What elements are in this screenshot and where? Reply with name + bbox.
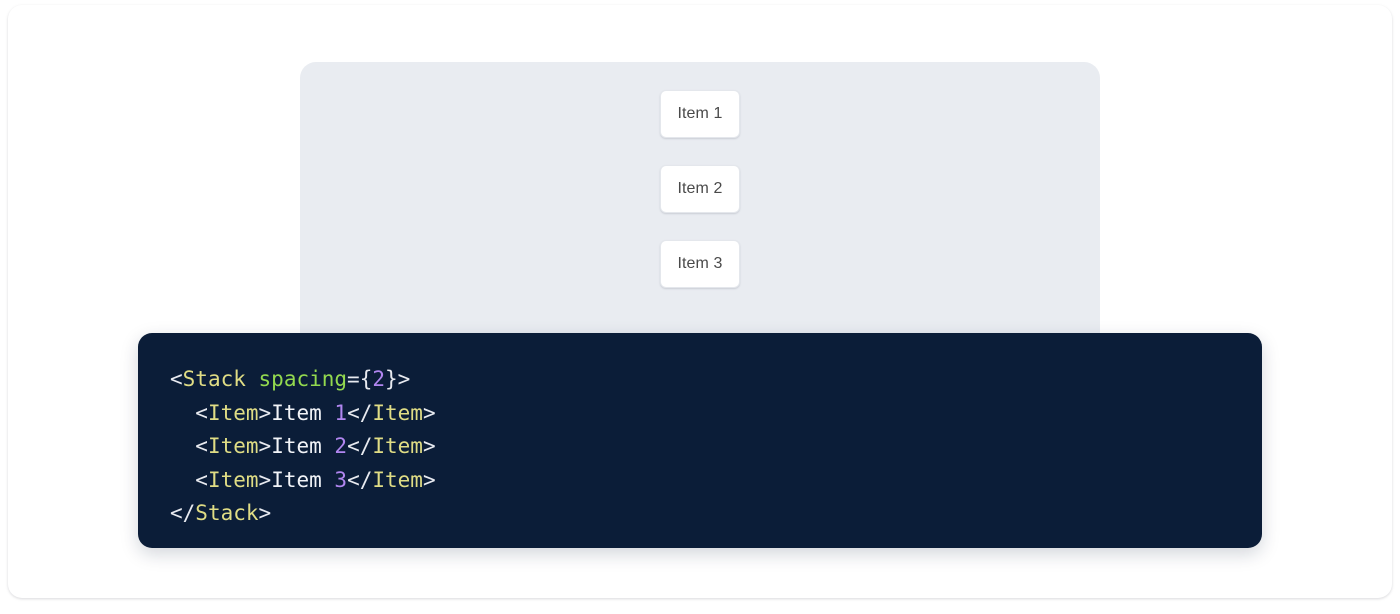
- code-token-tag: Item: [372, 467, 423, 492]
- stack-item[interactable]: Item 3: [660, 240, 740, 288]
- code-token-punct: >: [422, 400, 436, 425]
- code-token-punct: </: [347, 434, 373, 459]
- code-snippet-block[interactable]: <Stack spacing={2}> <Item>Item 1</Item> …: [138, 333, 1262, 548]
- code-token-punct: <: [195, 400, 208, 425]
- code-token-punct: >: [258, 501, 272, 526]
- code-token-punct: </: [347, 467, 373, 492]
- code-snippet-text: <Stack spacing={2}> <Item>Item 1</Item> …: [170, 363, 1262, 531]
- code-token-attr: spacing: [258, 367, 348, 391]
- code-token-tag: Item: [372, 400, 423, 425]
- code-token-num: 3: [334, 467, 348, 492]
- code-indent: [170, 434, 195, 458]
- code-token-num: 1: [334, 400, 348, 425]
- code-token-tag: Item: [207, 434, 259, 459]
- code-token-text: Item: [271, 434, 335, 459]
- code-line: <Stack spacing={2}>: [170, 363, 1262, 397]
- code-token-punct: </: [347, 400, 373, 425]
- code-token-text: Item: [271, 400, 335, 425]
- code-token-punct: >: [258, 434, 272, 459]
- code-token-punct: [246, 367, 259, 391]
- code-indent: [170, 401, 195, 425]
- code-token-text: Item: [271, 467, 335, 492]
- stack-item[interactable]: Item 1: [660, 90, 740, 138]
- code-token-punct: </: [170, 501, 196, 526]
- code-token-punct: <: [195, 467, 208, 492]
- stack-item[interactable]: Item 2: [660, 165, 740, 213]
- code-token-punct: }>: [385, 367, 411, 391]
- code-line: </Stack>: [170, 497, 1262, 531]
- stack-container: Item 1 Item 2 Item 3: [300, 62, 1100, 288]
- code-token-punct: <: [195, 434, 208, 459]
- code-token-punct: >: [422, 434, 436, 459]
- component-preview-panel: Item 1 Item 2 Item 3: [300, 62, 1100, 362]
- code-token-punct: >: [258, 400, 272, 425]
- code-line: <Item>Item 1</Item>: [170, 397, 1262, 431]
- code-token-num: 2: [372, 367, 385, 391]
- code-line: <Item>Item 3</Item>: [170, 464, 1262, 498]
- code-token-punct: >: [422, 467, 436, 492]
- code-token-tag: Item: [372, 434, 423, 459]
- code-token-tag: Stack: [182, 367, 246, 391]
- code-token-tag: Item: [207, 400, 259, 425]
- code-token-punct: ={: [347, 367, 373, 391]
- code-line: <Item>Item 2</Item>: [170, 430, 1262, 464]
- code-token-tag: Stack: [195, 501, 259, 526]
- code-token-num: 2: [334, 434, 348, 459]
- code-token-punct: >: [258, 467, 272, 492]
- code-token-punct: <: [170, 367, 183, 391]
- code-token-tag: Item: [207, 467, 259, 492]
- code-indent: [170, 468, 195, 492]
